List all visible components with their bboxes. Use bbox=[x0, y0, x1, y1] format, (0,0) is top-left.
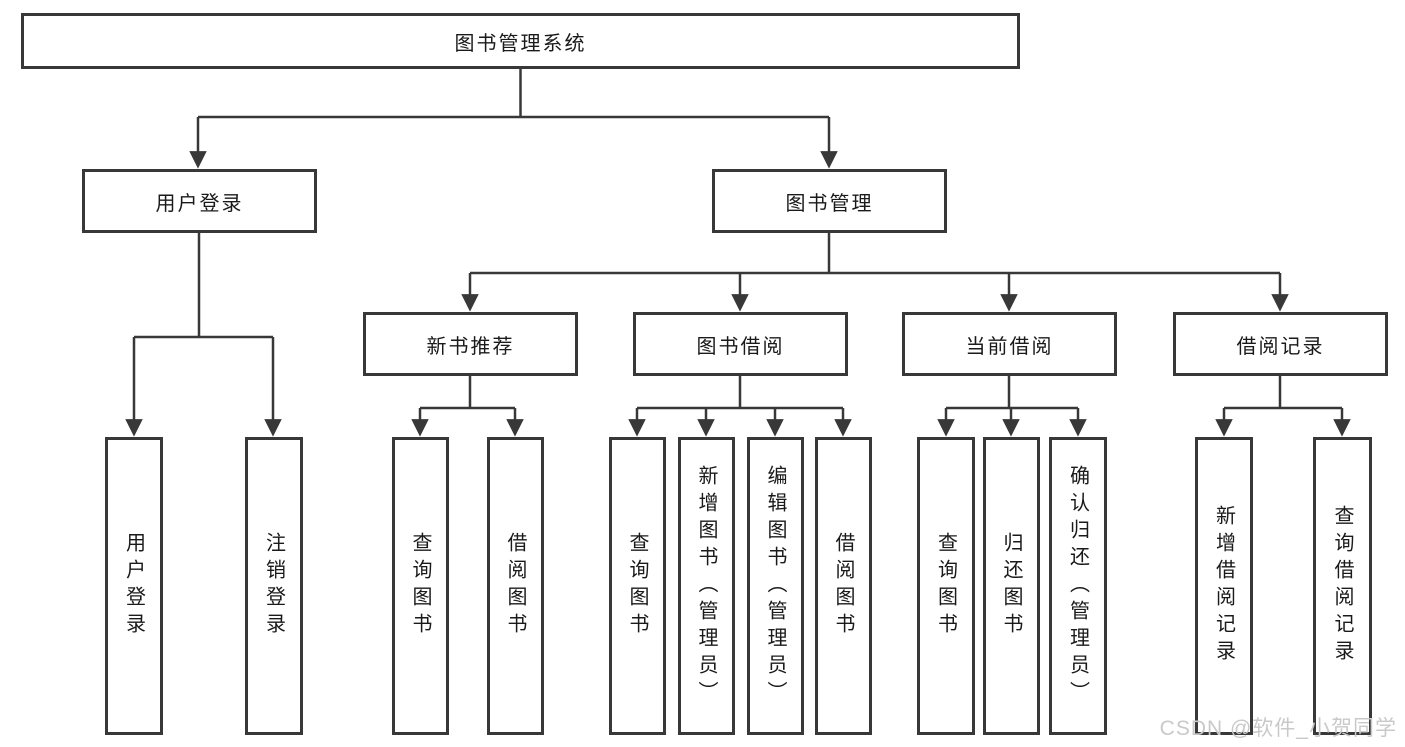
node-current-borrowing: 当前借阅 bbox=[902, 312, 1117, 376]
node-library-management-system: 图书管理系统 bbox=[21, 13, 1020, 69]
leaf-logout: 注销登录 bbox=[245, 437, 303, 735]
leaf-query-books: 查询图书 bbox=[392, 437, 449, 735]
node-new-book-recommend: 新书推荐 bbox=[363, 312, 578, 376]
leaf-query-books: 查询图书 bbox=[609, 437, 666, 735]
node-book-management-branch: 图书管理 bbox=[712, 169, 947, 233]
node-book-borrowing: 图书借阅 bbox=[633, 312, 848, 376]
node-user-login-branch: 用户登录 bbox=[82, 169, 317, 233]
leaf-add-books-admin: 新增图书（管理员） bbox=[678, 437, 735, 735]
leaf-add-borrow-record: 新增借阅记录 bbox=[1195, 437, 1253, 735]
leaf-borrow-books: 借阅图书 bbox=[487, 437, 544, 735]
leaf-user-login: 用户登录 bbox=[105, 437, 163, 735]
leaf-confirm-return-admin: 确认归还（管理员） bbox=[1049, 437, 1107, 735]
leaf-borrow-books: 借阅图书 bbox=[815, 437, 872, 735]
node-borrowing-records: 借阅记录 bbox=[1173, 312, 1388, 376]
leaf-edit-books-admin: 编辑图书（管理员） bbox=[747, 437, 804, 735]
leaf-query-books: 查询图书 bbox=[917, 437, 975, 735]
csdn-watermark: CSDN @软件_小贺同学 bbox=[1159, 717, 1397, 740]
leaf-query-borrow-record: 查询借阅记录 bbox=[1313, 437, 1372, 735]
leaf-return-books: 归还图书 bbox=[983, 437, 1040, 735]
